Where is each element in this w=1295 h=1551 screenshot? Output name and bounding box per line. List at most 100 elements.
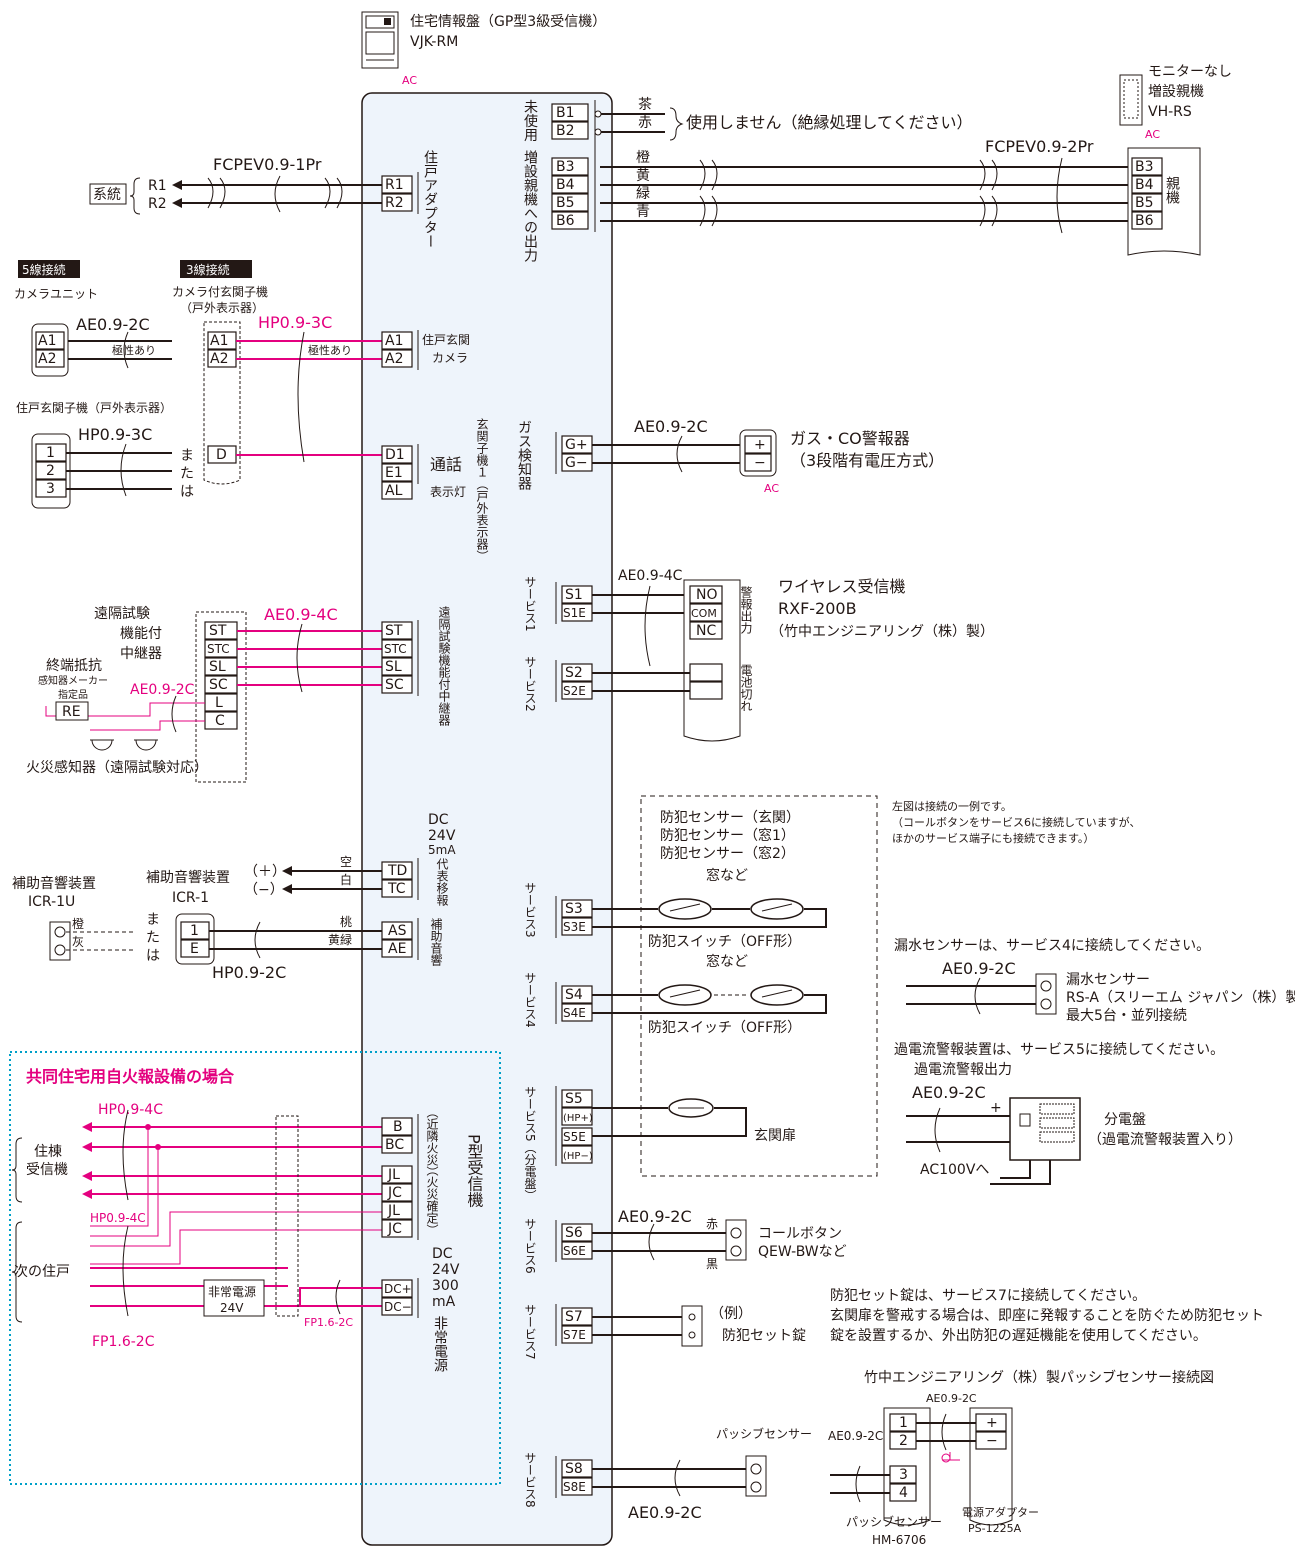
- terminal-s6-block: S6 S6E: [555, 1219, 747, 1262]
- svg-text:NC: NC: [696, 623, 716, 639]
- svg-text:D1: D1: [385, 447, 405, 463]
- camera-pink-cable: HP0.9-3C: [258, 313, 332, 332]
- svg-text:ま: ま: [146, 912, 160, 928]
- security-box: [640, 795, 878, 1177]
- svg-text:COM: COM: [691, 607, 717, 620]
- distribution-panel-icon: [906, 1097, 1081, 1185]
- svg-text:SC: SC: [385, 677, 404, 693]
- unused-side-label: 未 使 用: [524, 100, 538, 144]
- svg-text:3: 3: [899, 1467, 908, 1483]
- terminal-d-block: D1 E1 AL: [381, 444, 419, 500]
- water-sensor-icon: [906, 973, 1057, 1015]
- svg-text:S6E: S6E: [563, 1244, 586, 1258]
- svg-text:JC: JC: [387, 1221, 402, 1237]
- polarity-label-left: 極性あり: [112, 343, 156, 357]
- fire-confirm-label: （火災確定）: [425, 1164, 439, 1236]
- svg-text:B6: B6: [1135, 213, 1154, 229]
- terminal-g-block: G+ G−: [555, 432, 740, 474]
- door-unit-side-label: 玄関子機１（戸外表示器）: [475, 417, 489, 562]
- terminal-a-block: A1 A2: [381, 330, 419, 370]
- door-unit-label: 住戸玄関子機（戸外表示器）: [16, 400, 172, 415]
- r1-outer: R1: [148, 178, 167, 194]
- ext-master-label: 増設親機: [1148, 84, 1204, 100]
- svg-text:S6: S6: [565, 1225, 583, 1241]
- terminal-st-block: ST STC SL SC: [381, 620, 419, 696]
- panel-note: （過電流警報装置入り）: [1088, 1132, 1242, 1148]
- or-label-1: ま た は: [180, 448, 194, 500]
- svg-text:+: +: [986, 1415, 998, 1431]
- svg-text:STC: STC: [384, 642, 407, 656]
- power-adapter-unit: + −: [830, 1407, 1013, 1526]
- svg-text:DC+: DC+: [384, 1282, 412, 1296]
- ext-out-wires: [600, 157, 1130, 234]
- entrance-door-label: 玄関扉: [754, 1127, 796, 1144]
- shared-cable-hp4b: HP0.9-4C: [90, 1211, 146, 1225]
- water-device: 漏水センサー: [1066, 972, 1150, 988]
- terminal-r-block: R1 R2: [381, 172, 419, 214]
- aux-u-model: ICR-1U: [28, 894, 75, 910]
- svg-text:D: D: [216, 447, 227, 463]
- call-button: コールボタン: [758, 1226, 842, 1242]
- terminal-as-block: AS AE: [381, 918, 419, 960]
- camera-door-label: カメラ付玄関子機: [172, 284, 268, 299]
- outdoor-display-label: （戸外表示器）: [180, 301, 264, 315]
- aux-model: ICR-1: [172, 890, 209, 906]
- wireless-receiver-terminals: NO COM NC 警報出力 電池切れ: [683, 579, 753, 742]
- panel-label: 分電盤: [1104, 1112, 1146, 1128]
- wire-brown: 茶: [638, 97, 652, 113]
- svg-text:は: は: [146, 948, 160, 964]
- svg-text:用: 用: [524, 128, 538, 144]
- svg-text:(HP+): (HP+): [563, 1113, 593, 1124]
- switch-2: 防犯スイッチ（OFF形）: [648, 1020, 801, 1036]
- svg-text:AE: AE: [388, 941, 406, 957]
- service3-side-label: サービス3: [523, 882, 537, 938]
- gas-cable: AE0.9-2C: [634, 417, 708, 436]
- svg-text:TD: TD: [387, 863, 407, 879]
- aux-minus: （−）: [244, 882, 284, 898]
- terminal-s8-block: S8 S8E: [555, 1455, 767, 1498]
- svg-text:た: た: [146, 930, 160, 946]
- terminal-s5-block: S5 (HP+) S5E (HP−): [555, 1086, 747, 1166]
- shared-dc-3: 300: [432, 1278, 459, 1294]
- passive-cable-left: AE0.9-2C: [828, 1429, 883, 1443]
- relay-label-3: 中継器: [120, 646, 162, 662]
- shared-dc-2: 24V: [432, 1262, 460, 1278]
- svg-text:A1: A1: [210, 333, 228, 349]
- svg-text:2: 2: [46, 463, 55, 479]
- p-type-label: P型受信機: [465, 1134, 484, 1209]
- service2-side-label: サービス2: [523, 656, 537, 712]
- service5-side-label: サービス5（分電盤）: [523, 1086, 537, 1202]
- aux-icr1-terminals: 1 E: [175, 913, 382, 965]
- aux-wire-gray: 灰: [72, 935, 84, 949]
- svg-text:B4: B4: [1135, 177, 1154, 193]
- emergency-box: [203, 1279, 265, 1317]
- svg-text:1: 1: [899, 1415, 908, 1431]
- ext-out-side-label: 増設親機への出力: [522, 150, 538, 263]
- service1-side-label: サービス1: [523, 576, 537, 632]
- svg-text:B: B: [393, 1119, 403, 1135]
- aux-u-icon: [49, 921, 136, 961]
- svg-text:S5: S5: [565, 1091, 583, 1107]
- sensor-3: 防犯センサー（窓2）: [660, 845, 795, 862]
- aux-sound-label: 補助音響装置: [146, 869, 230, 886]
- camera-unit-label: カメラユニット: [14, 287, 98, 301]
- window-1: 窓など: [706, 867, 748, 884]
- svg-text:NO: NO: [696, 587, 718, 603]
- svg-text:AL: AL: [385, 483, 403, 499]
- panel-device-icon: [361, 11, 399, 69]
- water-cable: AE0.9-2C: [942, 959, 1016, 978]
- s6-wire-red: 赤: [706, 1217, 718, 1231]
- gas-ac: AC: [764, 482, 779, 495]
- svg-text:S2: S2: [565, 665, 583, 681]
- svg-text:S3: S3: [565, 901, 583, 917]
- svg-text:G+: G+: [565, 437, 588, 453]
- svg-text:未: 未: [524, 100, 538, 116]
- relay-label-1: 遠隔試験: [94, 606, 150, 622]
- s6-wire-black: 黒: [706, 1257, 718, 1271]
- service8-cable: AE0.9-2C: [628, 1503, 702, 1522]
- water-model: RS-A（スリーエム ジャパン（株）製）: [1066, 990, 1295, 1006]
- camera-unit-terminals: A1 A2: [31, 323, 172, 377]
- svg-text:2: 2: [899, 1433, 908, 1449]
- note-right-2: （コールボタンをサービス6に接続していますが、: [892, 815, 1140, 829]
- svg-text:S7: S7: [565, 1309, 583, 1325]
